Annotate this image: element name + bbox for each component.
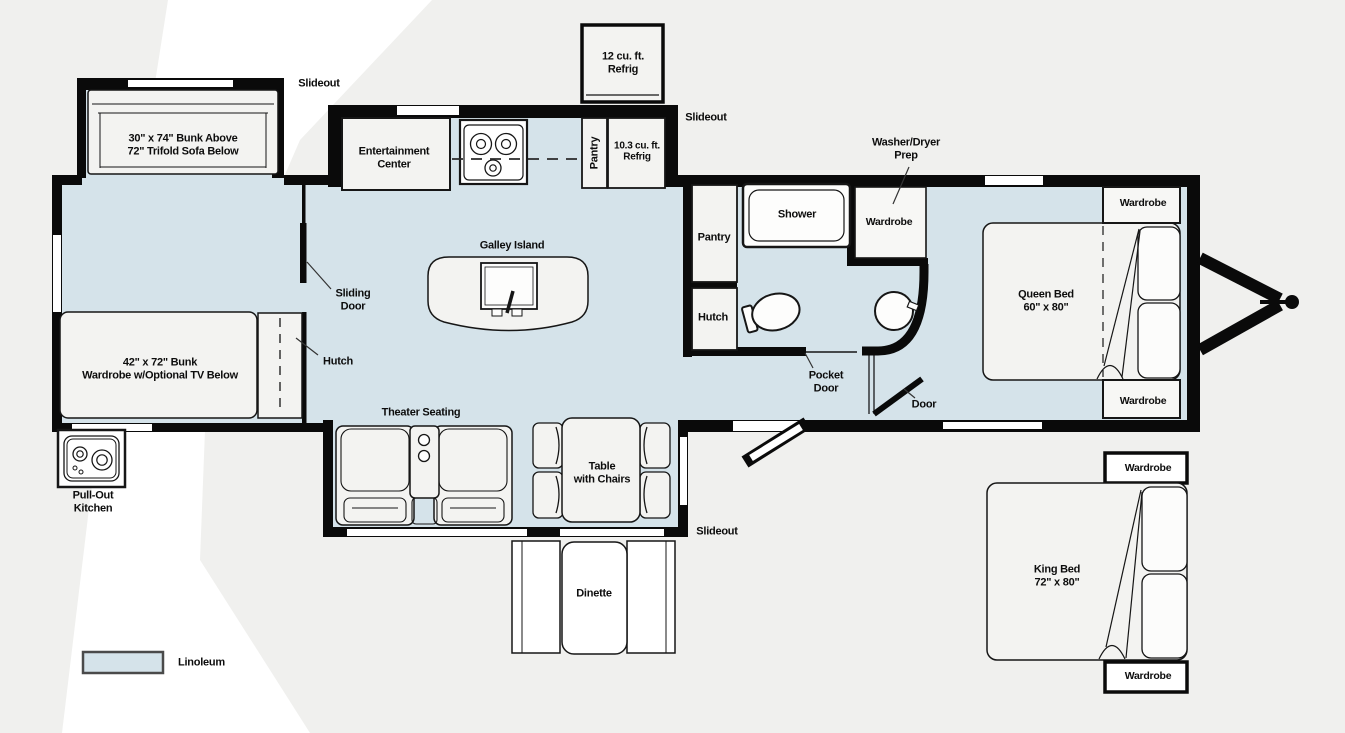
king-wardrobe-top-box — [1103, 451, 1189, 485]
theater-seating-icon — [335, 425, 513, 526]
trailer-hitch — [1197, 252, 1299, 356]
kitchen-pantry-box — [581, 117, 608, 189]
bath-wardrobe-box — [854, 186, 927, 259]
table-with-chairs-icon — [532, 417, 671, 523]
legend-swatch — [81, 650, 165, 675]
queen-bed-icon — [982, 222, 1181, 381]
dinette-icon — [511, 540, 676, 655]
toilet-icon — [741, 292, 801, 334]
entertainment-center-box — [341, 117, 451, 191]
queen-wardrobe-top-box — [1102, 186, 1181, 224]
king-bed-icon — [986, 451, 1189, 694]
bunk-42x72 — [59, 311, 258, 419]
trifold-sofa-bunk — [87, 89, 279, 175]
galley-island-icon — [427, 256, 589, 332]
pull-out-kitchen-icon — [56, 428, 127, 489]
front-hutch — [257, 312, 303, 419]
bath-sink-icon — [874, 291, 920, 331]
bathroom-corner-wall — [862, 264, 929, 356]
king-wardrobe-bottom-box — [1103, 660, 1189, 694]
stove-icon — [458, 118, 529, 186]
refrigerator-12-icon — [580, 23, 665, 104]
bedroom-door — [868, 352, 924, 417]
bath-hutch-box — [691, 287, 738, 351]
entry-door — [741, 417, 811, 468]
callout-leaders — [295, 166, 916, 399]
queen-wardrobe-bottom-box — [1102, 379, 1181, 419]
shower-icon — [741, 182, 852, 249]
bath-pantry-box — [691, 184, 738, 283]
refrigerator-10-box — [607, 117, 666, 189]
walls — [52, 78, 1200, 537]
